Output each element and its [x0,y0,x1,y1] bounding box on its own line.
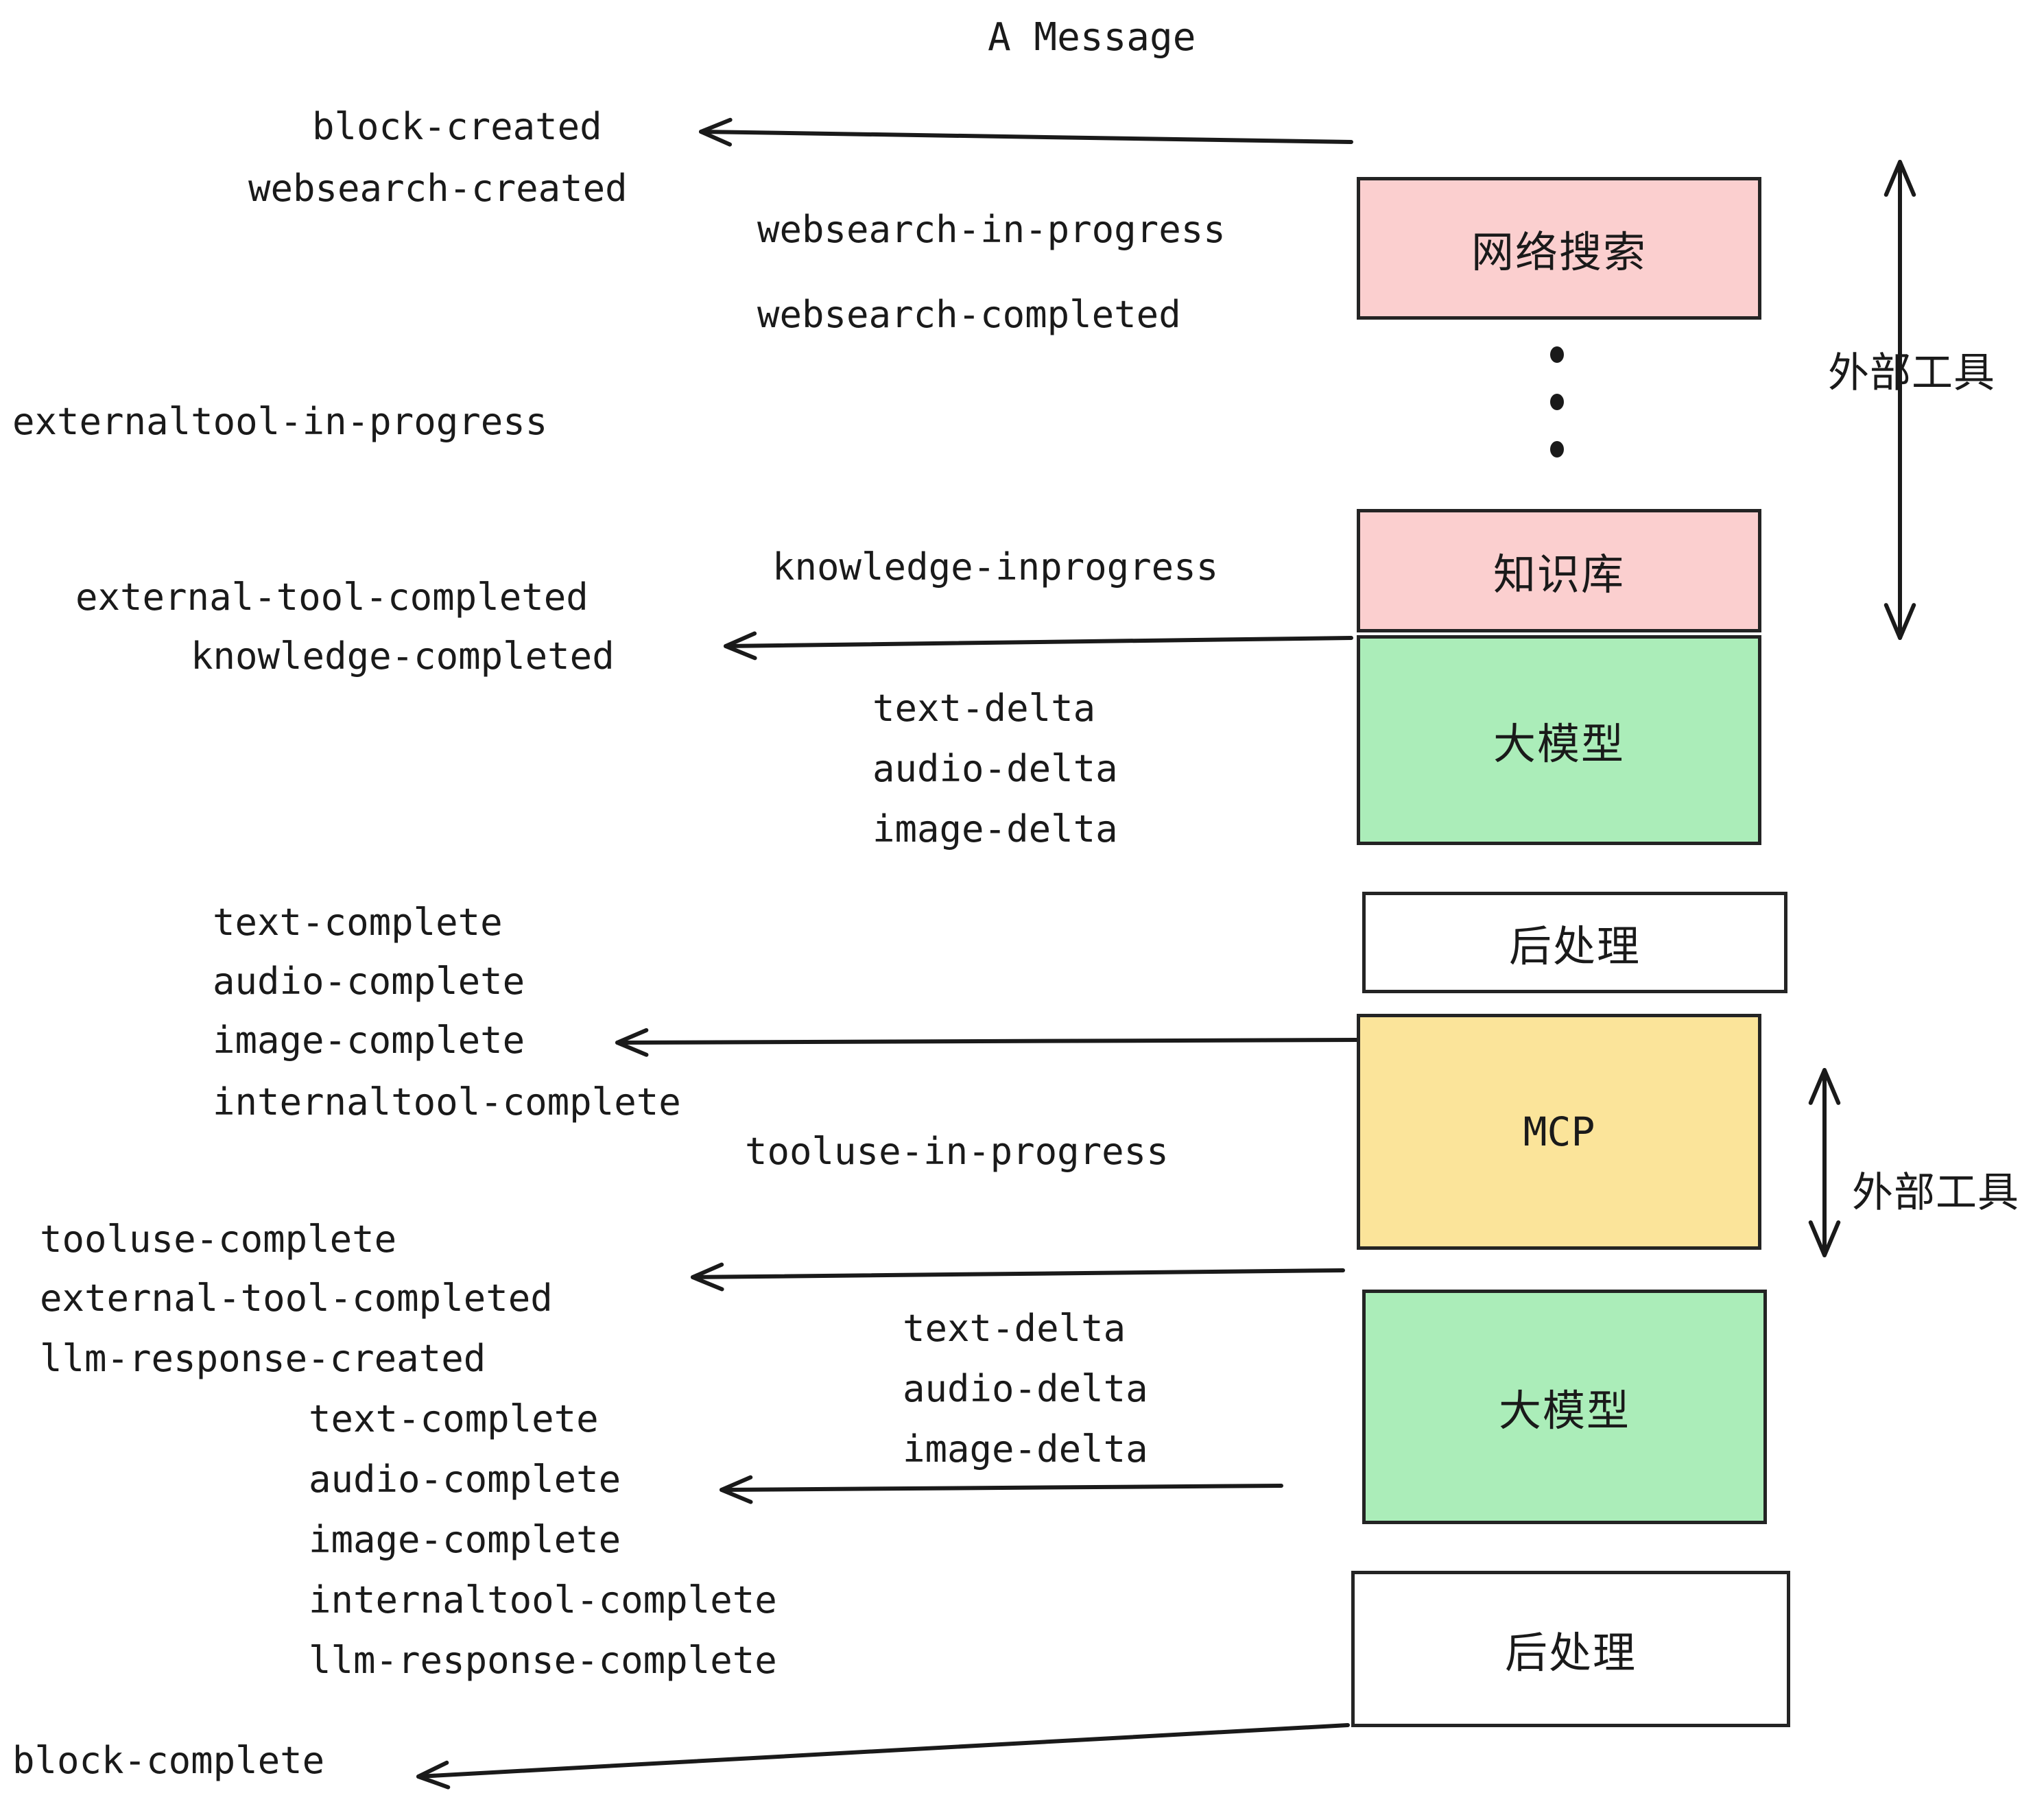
event-label-block-complete: block-complete [12,1739,325,1782]
event-label-llm-response-created: llm-response-created [40,1337,486,1380]
event-label-image-complete-2: image-complete [309,1518,621,1561]
node-box-label: 大模型 [1498,1386,1630,1436]
side-label-external-tools-bottom: 外部工具 [1852,1169,2019,1217]
event-label-image-complete-1: image-complete [213,1019,525,1062]
arrow-audio-complete-shaft [720,1484,1283,1492]
event-label-websearch-completed: websearch-completed [757,293,1181,336]
arrow-knowledge-head [724,631,757,661]
event-label-internaltool-complete-2: internaltool-complete [309,1578,777,1622]
event-label-image-delta-2: image-delta [903,1427,1148,1471]
event-label-text-delta-1: text-delta [872,687,1096,730]
event-label-external-tool-completed-2: external-tool-completed [40,1277,553,1320]
external-tools-arrow-top-head-up [1883,160,1916,197]
node-box-llm-bottom: 大模型 [1362,1290,1767,1524]
event-label-text-complete-1: text-complete [213,901,503,944]
event-label-tooluse-in-progress: tooluse-in-progress [745,1130,1169,1173]
arrow-image-complete-shaft [615,1038,1359,1045]
arrow-block-complete-head [416,1760,451,1790]
event-label-text-delta-2: text-delta [903,1307,1126,1350]
arrow-knowledge-shaft [724,636,1353,648]
node-box-label: 知识库 [1493,549,1625,600]
event-label-llm-response-complete: llm-response-complete [309,1639,777,1682]
node-box-llm-top: 大模型 [1357,635,1761,845]
event-label-text-complete-2: text-complete [309,1397,599,1440]
event-label-websearch-created: websearch-created [248,167,628,210]
arrow-tooluse-head [691,1262,724,1292]
arrow-block-created-head [699,117,733,147]
node-box-label: 后处理 [1508,921,1641,971]
event-label-knowledge-inprogress: knowledge-inprogress [772,545,1219,589]
event-label-externaltool-in-progress: externaltool-in-progress [12,400,548,443]
node-box-mcp: MCP [1357,1014,1761,1250]
vertical-ellipsis-icon [1550,346,1564,458]
arrow-block-created-shaft [699,130,1353,144]
event-label-knowledge-completed: knowledge-completed [191,634,615,678]
side-label-external-tools-top: 外部工具 [1828,349,1995,397]
node-box-label: MCP [1523,1108,1595,1155]
event-label-external-tool-completed-1: external-tool-completed [75,575,589,619]
arrow-block-complete-shaft [416,1723,1350,1779]
external-tools-arrow-bottom-head-up [1808,1068,1841,1105]
ellipsis-dot [1550,346,1564,363]
event-label-audio-complete-1: audio-complete [213,960,525,1003]
event-label-internaltool-complete-1: internaltool-complete [213,1080,681,1124]
node-box-label: 后处理 [1504,1628,1637,1678]
node-box-label: 大模型 [1493,719,1625,769]
event-label-audio-delta-2: audio-delta [903,1367,1148,1410]
ellipsis-dot [1550,394,1564,410]
event-label-block-created: block-created [312,105,602,148]
external-tools-arrow-top-head-down [1883,603,1916,640]
event-label-tooluse-complete: tooluse-complete [40,1218,397,1261]
external-tools-arrow-bottom-head-down [1808,1220,1841,1257]
node-box-websearch: 网络搜索 [1357,177,1761,320]
event-label-image-delta-1: image-delta [872,807,1118,851]
node-box-postprocess-top: 后处理 [1362,892,1787,993]
arrow-tooluse-shaft [691,1268,1345,1279]
arrow-image-complete-head [615,1028,649,1057]
event-label-websearch-in-progress: websearch-in-progress [757,208,1226,251]
event-label-audio-complete-2: audio-complete [309,1458,621,1501]
node-box-label: 网络搜索 [1471,227,1647,277]
node-box-knowledge: 知识库 [1357,509,1761,632]
page-title: A Message [988,15,1196,60]
ellipsis-dot [1550,441,1564,458]
event-label-audio-delta-1: audio-delta [872,747,1118,790]
arrow-audio-complete-head [720,1475,753,1504]
node-box-postprocess-bot: 后处理 [1351,1571,1790,1727]
